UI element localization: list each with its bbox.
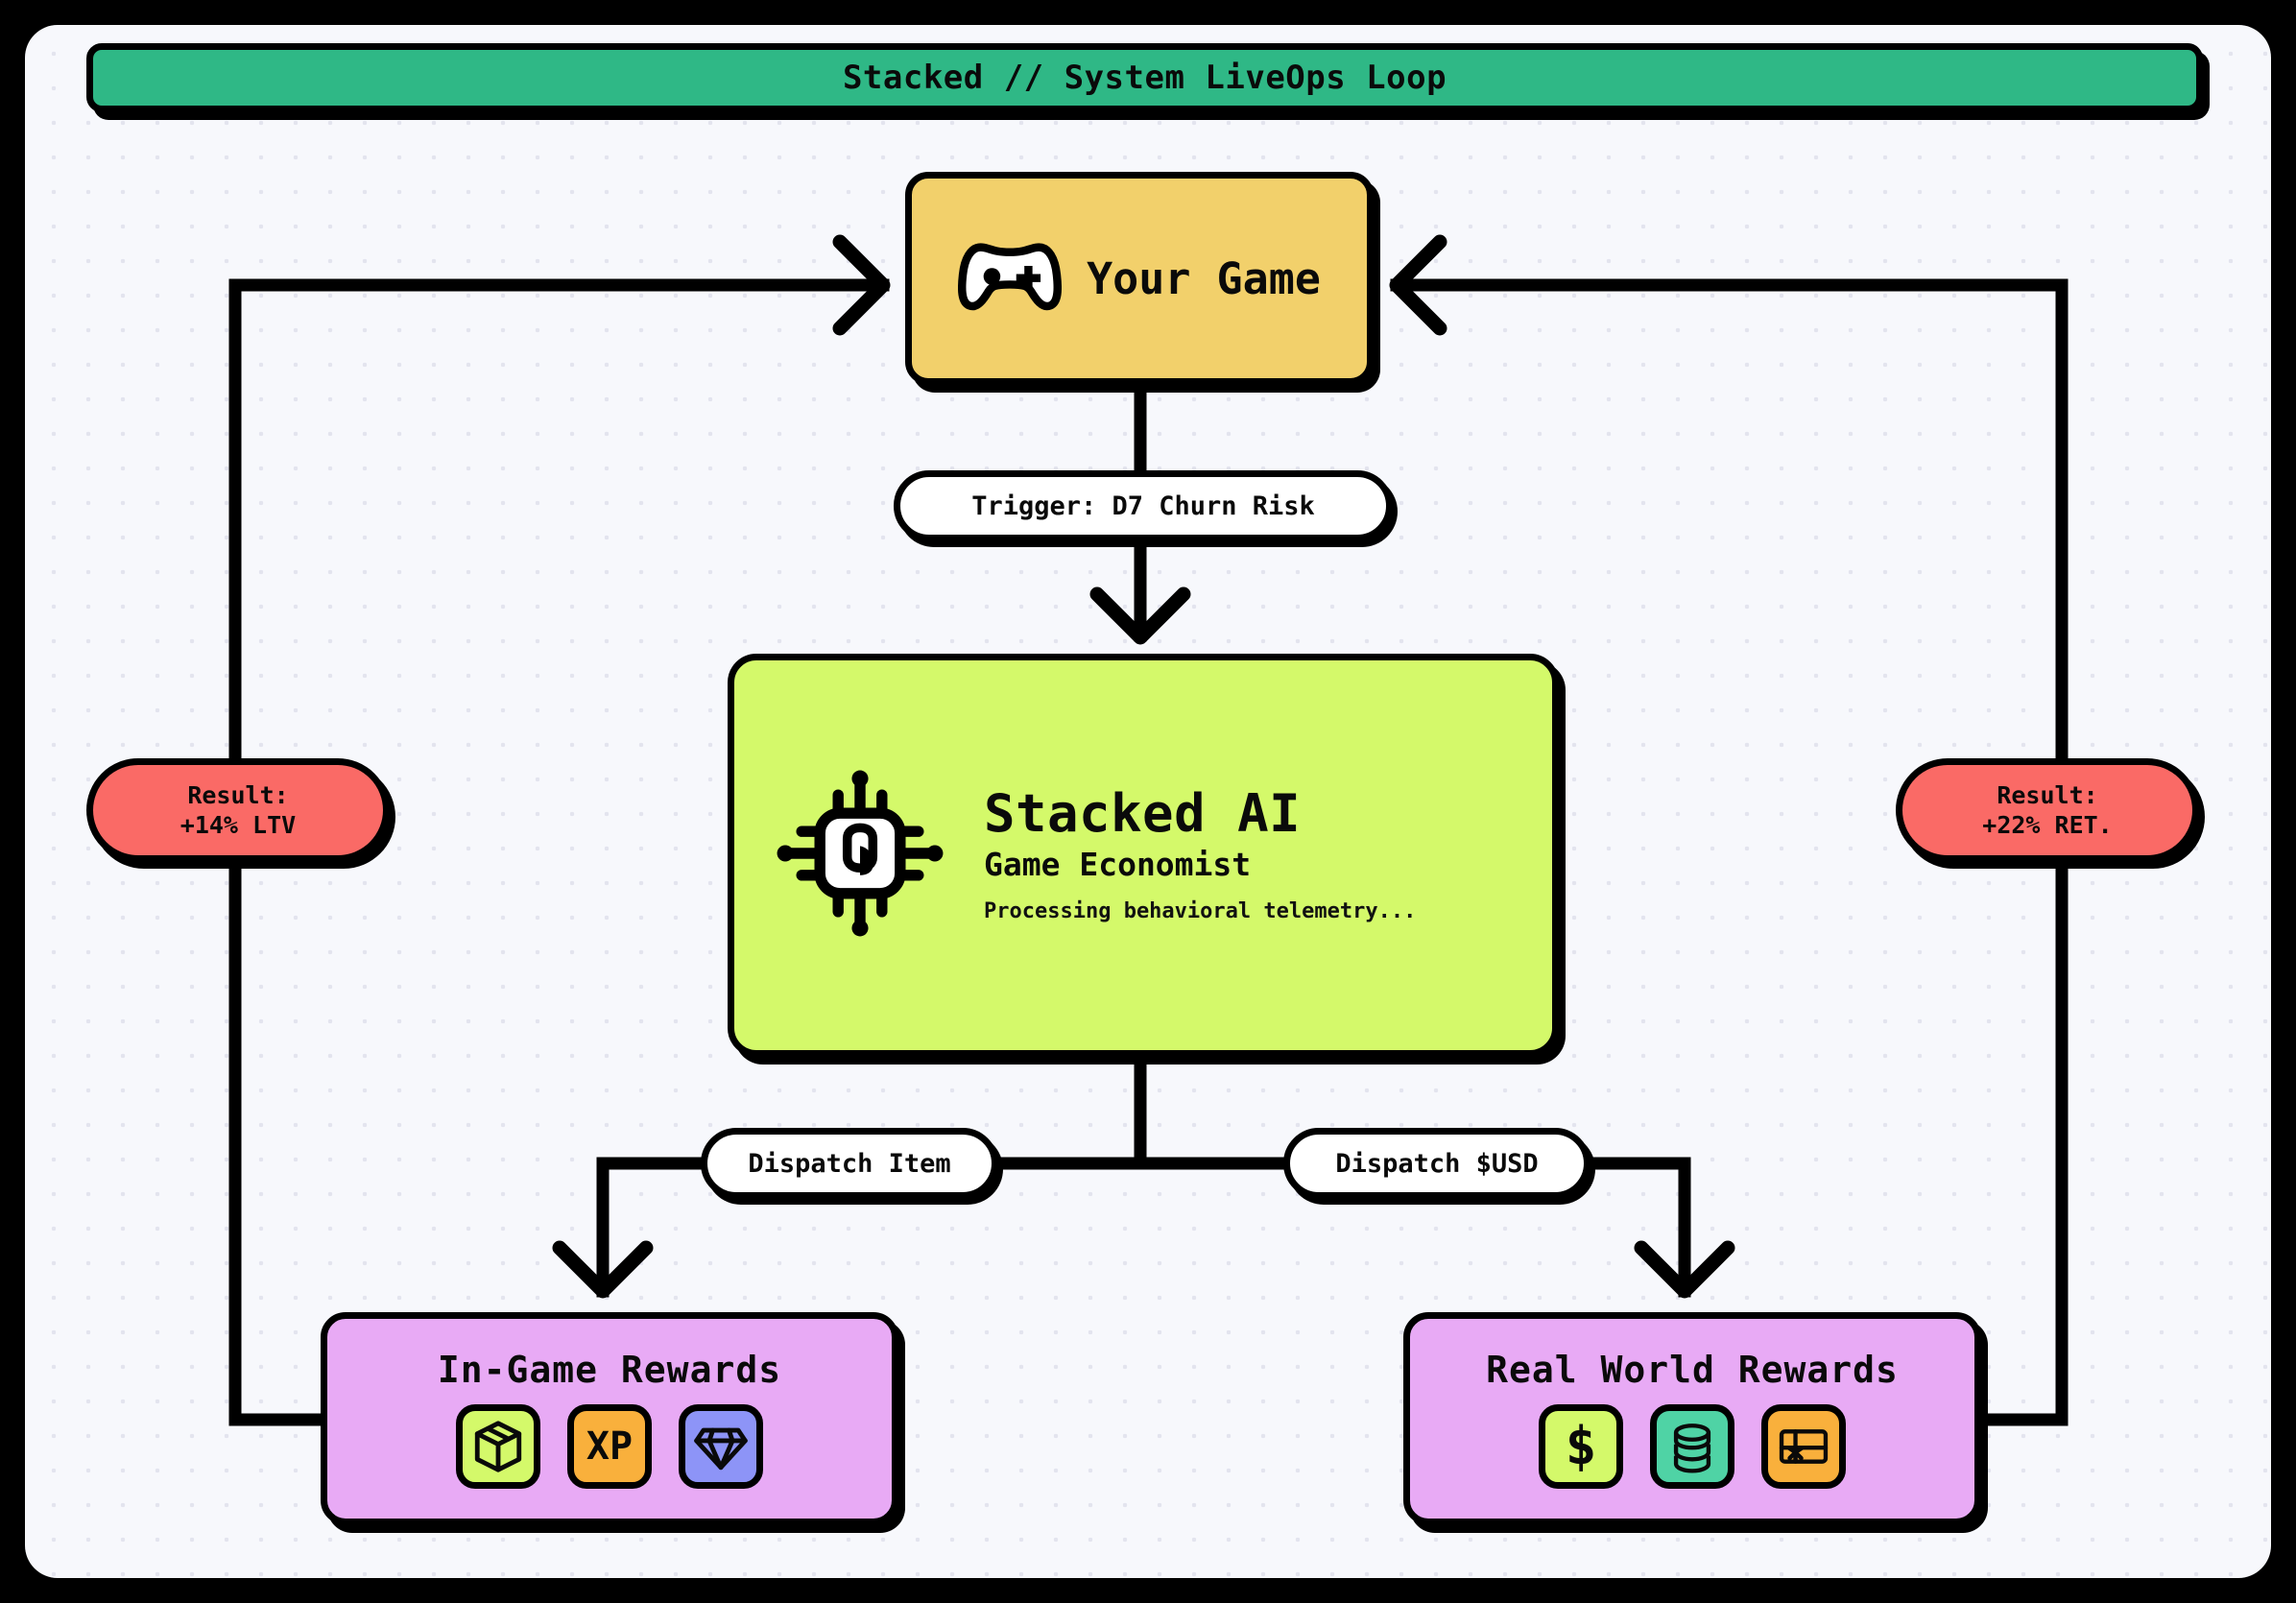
- edge-label-dispatch-item-text: Dispatch Item: [748, 1148, 951, 1179]
- cpu-chip-icon: [769, 762, 951, 948]
- result-ltv-line2: +14% LTV: [179, 811, 297, 839]
- status-badge-result-ltv: Result: +14% LTV: [86, 758, 390, 862]
- edge-label-trigger-text: Trigger: D7 Churn Risk: [971, 490, 1315, 521]
- coins-icon[interactable]: [1650, 1404, 1734, 1489]
- xp-label: XP: [586, 1424, 634, 1469]
- dollar-icon[interactable]: $: [1539, 1404, 1623, 1489]
- real-world-rewards-icon-row: $: [1539, 1404, 1846, 1489]
- node-real-world-rewards[interactable]: Real World Rewards $: [1403, 1312, 1981, 1525]
- result-ltv-line1: Result:: [187, 780, 289, 809]
- gift-card-icon[interactable]: [1761, 1404, 1846, 1489]
- node-in-game-rewards[interactable]: In-Game Rewards XP: [321, 1312, 898, 1525]
- node-your-game[interactable]: Your Game: [905, 172, 1374, 385]
- status-badge-result-retention: Result: +22% RET.: [1896, 758, 2199, 862]
- stacked-ai-title: Stacked AI: [984, 783, 1302, 845]
- edge-label-trigger: Trigger: D7 Churn Risk: [894, 470, 1393, 541]
- in-game-rewards-icon-row: XP: [456, 1404, 763, 1489]
- result-retention-line2: +22% RET.: [1982, 811, 2113, 839]
- in-game-rewards-title: In-Game Rewards: [437, 1349, 782, 1391]
- edge-label-dispatch-usd: Dispatch $USD: [1283, 1128, 1590, 1199]
- your-game-label: Your Game: [1087, 252, 1321, 304]
- real-world-rewards-title: Real World Rewards: [1486, 1349, 1899, 1391]
- stacked-ai-subtitle: Game Economist: [984, 846, 1252, 884]
- page-title: Stacked // System LiveOps Loop: [842, 59, 1447, 97]
- result-retention-line1: Result:: [1997, 780, 2098, 809]
- dollar-label: $: [1565, 1416, 1597, 1476]
- node-stacked-ai[interactable]: Stacked AI Game Economist Processing beh…: [728, 654, 1559, 1057]
- edge-label-dispatch-item: Dispatch Item: [701, 1128, 998, 1199]
- loot-box-icon[interactable]: [456, 1404, 540, 1489]
- edge-label-dispatch-usd-text: Dispatch $USD: [1335, 1148, 1539, 1179]
- stacked-ai-status: Processing behavioral telemetry...: [984, 898, 1417, 923]
- stacked-ai-text-block: Stacked AI Game Economist Processing beh…: [984, 783, 1417, 923]
- xp-icon[interactable]: XP: [567, 1404, 652, 1489]
- gamepad-icon: [958, 236, 1063, 321]
- gem-icon[interactable]: [679, 1404, 763, 1489]
- diagram-title-bar: Stacked // System LiveOps Loop: [86, 43, 2203, 112]
